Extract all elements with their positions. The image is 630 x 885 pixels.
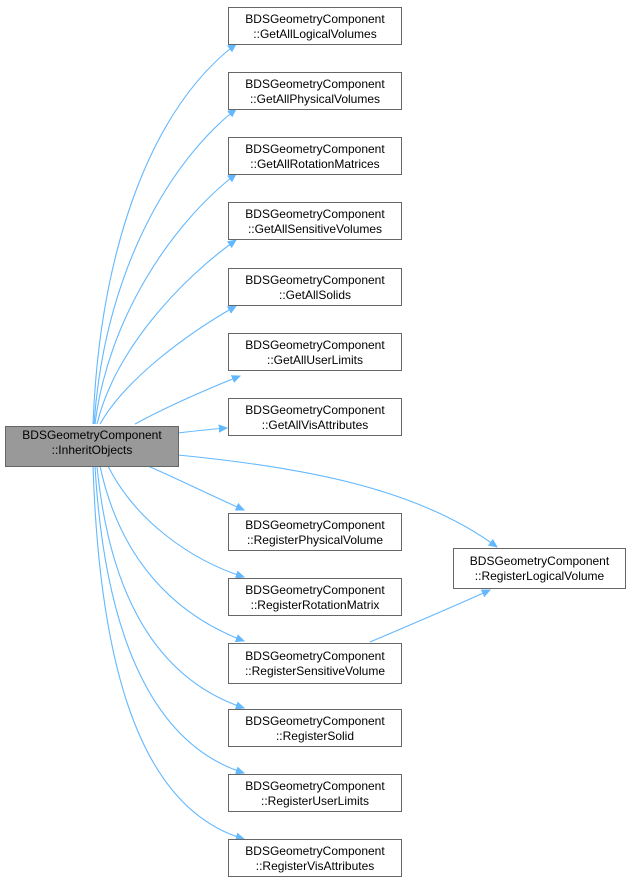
edge-inherit-to-getallsensitivevolumes bbox=[96, 240, 236, 425]
node-method-label: ::RegisterRotationMatrix bbox=[250, 598, 380, 612]
edge-inherit-to-getallvisattributes bbox=[177, 428, 227, 434]
node-method-label: ::GetAllLogicalVolumes bbox=[253, 27, 377, 41]
node-class-label: BDSGeometryComponent bbox=[245, 844, 385, 858]
node-class-label: BDSGeometryComponent bbox=[469, 554, 610, 568]
node-register-rotation-matrix[interactable]: BDSGeometryComponent ::RegisterRotationM… bbox=[228, 578, 402, 616]
node-class-label: BDSGeometryComponent bbox=[245, 12, 385, 26]
node-class-label: BDSGeometryComponent bbox=[245, 338, 385, 352]
node-method-label: ::GetAllPhysicalVolumes bbox=[249, 92, 381, 106]
node-register-sensitive-volume[interactable]: BDSGeometryComponent ::RegisterSensitive… bbox=[228, 643, 402, 684]
node-method-label: ::GetAllSensitiveVolumes bbox=[247, 222, 383, 236]
node-class-label: BDSGeometryComponent bbox=[245, 583, 385, 597]
edge-inherit-to-registerphysicalvolume bbox=[147, 465, 244, 511]
node-class-label: BDSGeometryComponent bbox=[245, 142, 385, 156]
node-method-label: ::GetAllVisAttributes bbox=[261, 418, 369, 432]
edge-inherit-to-getalllogicalvolumes bbox=[92, 44, 236, 425]
edge-sensitive-to-registerlogicalvolume bbox=[369, 589, 490, 643]
edge-inherit-to-registersensitivevolume bbox=[99, 465, 244, 641]
node-class-label: BDSGeometryComponent bbox=[245, 77, 385, 91]
edge-inherit-to-registeruserlimits bbox=[94, 465, 244, 773]
node-get-all-user-limits[interactable]: BDSGeometryComponent ::GetAllUserLimits bbox=[228, 333, 402, 371]
node-get-all-rotation-matrices[interactable]: BDSGeometryComponent ::GetAllRotationMat… bbox=[228, 137, 402, 175]
node-method-label: ::GetAllSolids bbox=[278, 288, 352, 302]
edge-inherit-to-registervisattributes bbox=[92, 465, 244, 839]
node-inherit-objects: BDSGeometryComponent ::InheritObjects bbox=[5, 426, 179, 467]
node-method-label: ::RegisterSensitiveVolume bbox=[244, 664, 386, 678]
edge-inherit-to-getalluserlimits bbox=[134, 376, 240, 425]
node-inherit-objects-method: ::InheritObjects bbox=[51, 443, 133, 457]
edge-inherit-to-registerlogicalvolume bbox=[177, 454, 497, 547]
edge-inherit-to-registerrotationmatrix bbox=[107, 465, 244, 577]
node-class-label: BDSGeometryComponent bbox=[245, 779, 385, 793]
node-class-label: BDSGeometryComponent bbox=[245, 714, 385, 728]
edge-inherit-to-getallrotationmatrices bbox=[94, 174, 236, 425]
node-get-all-sensitive-volumes[interactable]: BDSGeometryComponent ::GetAllSensitiveVo… bbox=[228, 202, 402, 240]
node-method-label: ::GetAllUserLimits bbox=[266, 353, 364, 367]
node-class-label: BDSGeometryComponent bbox=[245, 518, 385, 532]
node-method-label: ::RegisterLogicalVolume bbox=[474, 569, 605, 583]
node-inherit-objects-class: BDSGeometryComponent bbox=[22, 428, 162, 442]
node-class-label: BDSGeometryComponent bbox=[245, 403, 385, 417]
node-register-user-limits[interactable]: BDSGeometryComponent ::RegisterUserLimit… bbox=[228, 774, 402, 812]
edge-inherit-to-getallphysicalvolumes bbox=[93, 109, 236, 425]
node-get-all-logical-volumes[interactable]: BDSGeometryComponent ::GetAllLogicalVolu… bbox=[228, 7, 402, 45]
node-register-solid[interactable]: BDSGeometryComponent ::RegisterSolid bbox=[228, 709, 402, 747]
node-register-physical-volume[interactable]: BDSGeometryComponent ::RegisterPhysicalV… bbox=[228, 513, 402, 551]
node-class-label: BDSGeometryComponent bbox=[245, 649, 385, 663]
node-method-label: ::RegisterPhysicalVolume bbox=[246, 533, 384, 547]
node-method-label: ::RegisterSolid bbox=[275, 729, 355, 743]
node-get-all-physical-volumes[interactable]: BDSGeometryComponent ::GetAllPhysicalVol… bbox=[228, 72, 402, 110]
node-get-all-vis-attributes[interactable]: BDSGeometryComponent ::GetAllVisAttribut… bbox=[228, 398, 402, 436]
node-method-label: ::GetAllRotationMatrices bbox=[250, 157, 380, 171]
node-class-label: BDSGeometryComponent bbox=[245, 207, 385, 221]
edge-inherit-to-getallsolids bbox=[99, 306, 236, 425]
node-method-label: ::RegisterUserLimits bbox=[260, 794, 370, 808]
node-method-label: ::RegisterVisAttributes bbox=[255, 859, 375, 873]
node-register-vis-attributes[interactable]: BDSGeometryComponent ::RegisterVisAttrib… bbox=[228, 839, 402, 877]
node-register-logical-volume[interactable]: BDSGeometryComponent ::RegisterLogicalVo… bbox=[453, 548, 626, 589]
node-class-label: BDSGeometryComponent bbox=[245, 273, 385, 287]
node-get-all-solids[interactable]: BDSGeometryComponent ::GetAllSolids bbox=[228, 268, 402, 306]
edge-inherit-to-registersolid bbox=[96, 465, 244, 708]
